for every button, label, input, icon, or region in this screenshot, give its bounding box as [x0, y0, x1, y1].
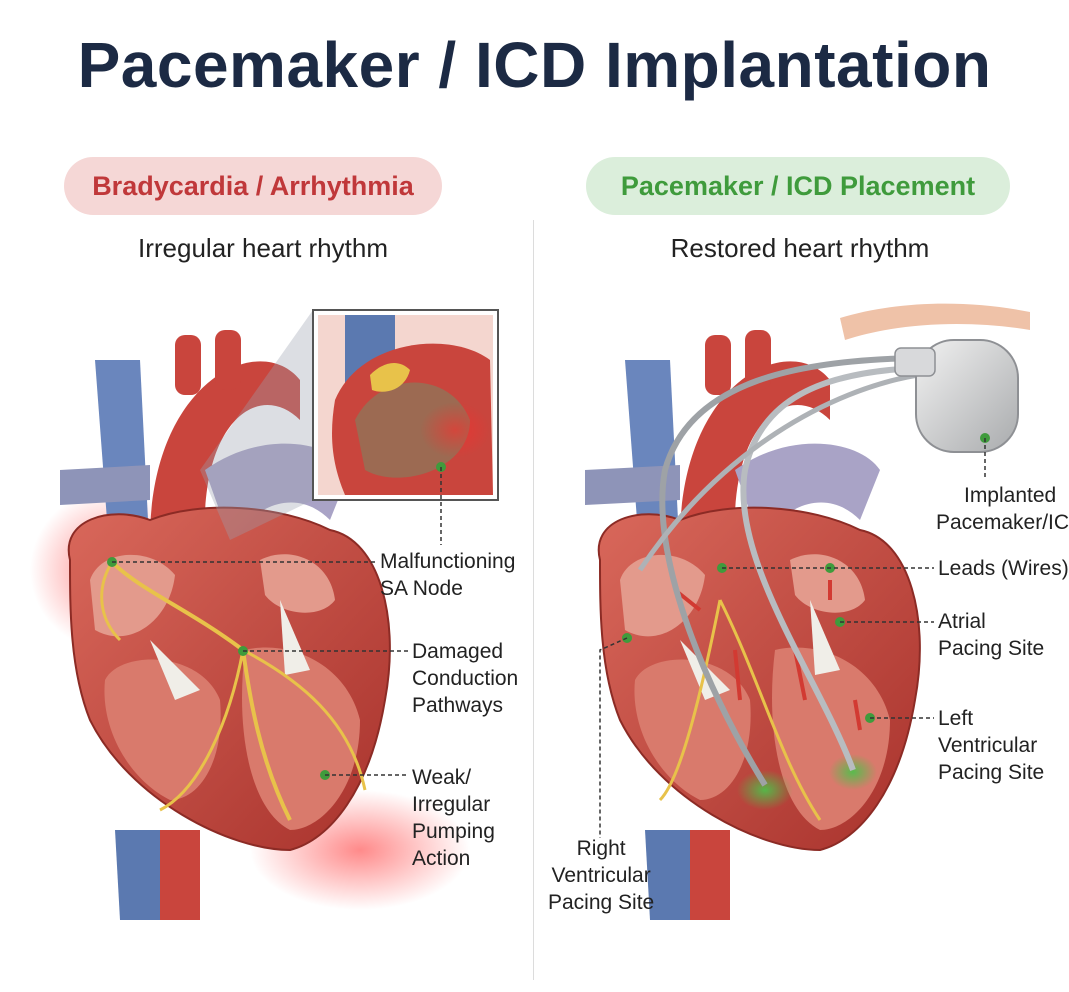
lead-atrial: [637, 372, 919, 572]
left-panel-heading: Bradycardia / Arrhythmia: [64, 157, 442, 215]
panel-divider: [533, 220, 534, 980]
label-atrial-pacing-site: Atrial Pacing Site: [938, 610, 1045, 660]
superior-vena-cava: [95, 360, 150, 560]
right-ventricle: [104, 659, 221, 800]
right-atrium: [90, 554, 175, 637]
descending-aorta: [160, 830, 200, 920]
label-right-ventricular-pacing-site: Right Ventricular Pacing Site: [548, 837, 655, 914]
page-title: Pacemaker / ICD Implantation: [77, 29, 992, 101]
label-implanted-device: Implanted Pacemaker/ICD: [936, 484, 1069, 534]
skin-layer: [840, 303, 1030, 340]
left-atrium: [260, 554, 335, 613]
label-leads: Leads (Wires): [938, 557, 1069, 580]
lead-left: [740, 365, 919, 772]
right-panel-subtitle: Restored heart rhythm: [670, 233, 930, 263]
aortic-arch: [150, 361, 300, 540]
pacemaker-device: [915, 339, 1019, 453]
sa-node-inset-spot: [370, 363, 410, 392]
inset-connector: [200, 310, 313, 540]
label-pumping-action: Weak/ Irregular Pumping Action: [412, 766, 495, 870]
device-header: [894, 347, 936, 377]
pulmonary-vessel: [60, 465, 150, 505]
rv-pacing-glow: [737, 770, 793, 810]
label-left-ventricular-pacing-site: Left Ventricular Pacing Site: [938, 707, 1045, 784]
left-heart-illustration: [30, 309, 499, 920]
label-conduction-pathways: Damaged Conduction Pathways: [412, 640, 519, 717]
label-sa-node: Malfunctioning SA Node: [380, 550, 516, 600]
left-ventricle: [242, 647, 360, 830]
right-heart-illustration: [585, 303, 1030, 920]
lv-pacing-glow: [829, 754, 877, 790]
lead-right: [659, 355, 919, 787]
left-panel-subtitle: Irregular heart rhythm: [138, 233, 388, 263]
right-panel-heading: Pacemaker / ICD Placement: [586, 157, 1010, 215]
